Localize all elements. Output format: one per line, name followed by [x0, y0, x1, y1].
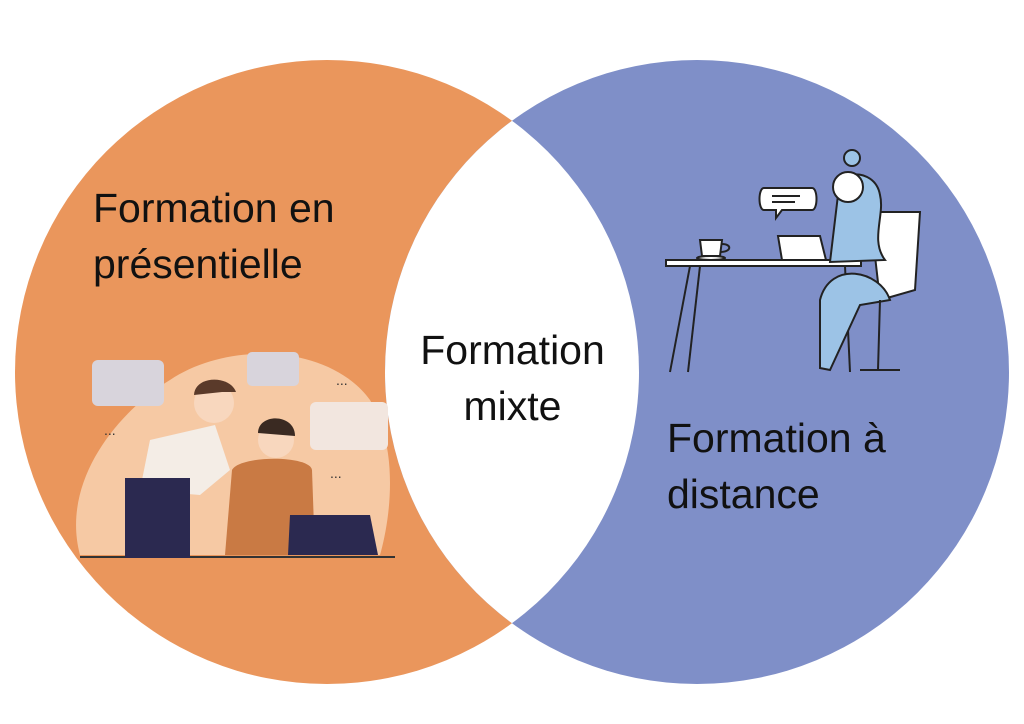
in-person-illustration: ... ... ...	[76, 352, 395, 558]
in-person-label-line1: Formation en	[93, 185, 335, 231]
blended-label-line1: Formation	[420, 327, 605, 373]
remote-label-line1: Formation à	[667, 415, 886, 461]
svg-text:...: ...	[104, 422, 116, 438]
remote-training-label: Formation à distance	[667, 410, 886, 522]
in-person-training-label: Formation en présentielle	[93, 180, 335, 292]
remote-label-line2: distance	[667, 471, 820, 517]
remote-illustration	[665, 149, 922, 373]
svg-text:...: ...	[336, 372, 348, 388]
blended-label-line2: mixte	[463, 383, 562, 429]
blended-training-label: Formation mixte	[400, 322, 625, 434]
svg-text:...: ...	[330, 465, 342, 481]
in-person-label-line2: présentielle	[93, 241, 303, 287]
intersection-lens	[385, 60, 639, 684]
